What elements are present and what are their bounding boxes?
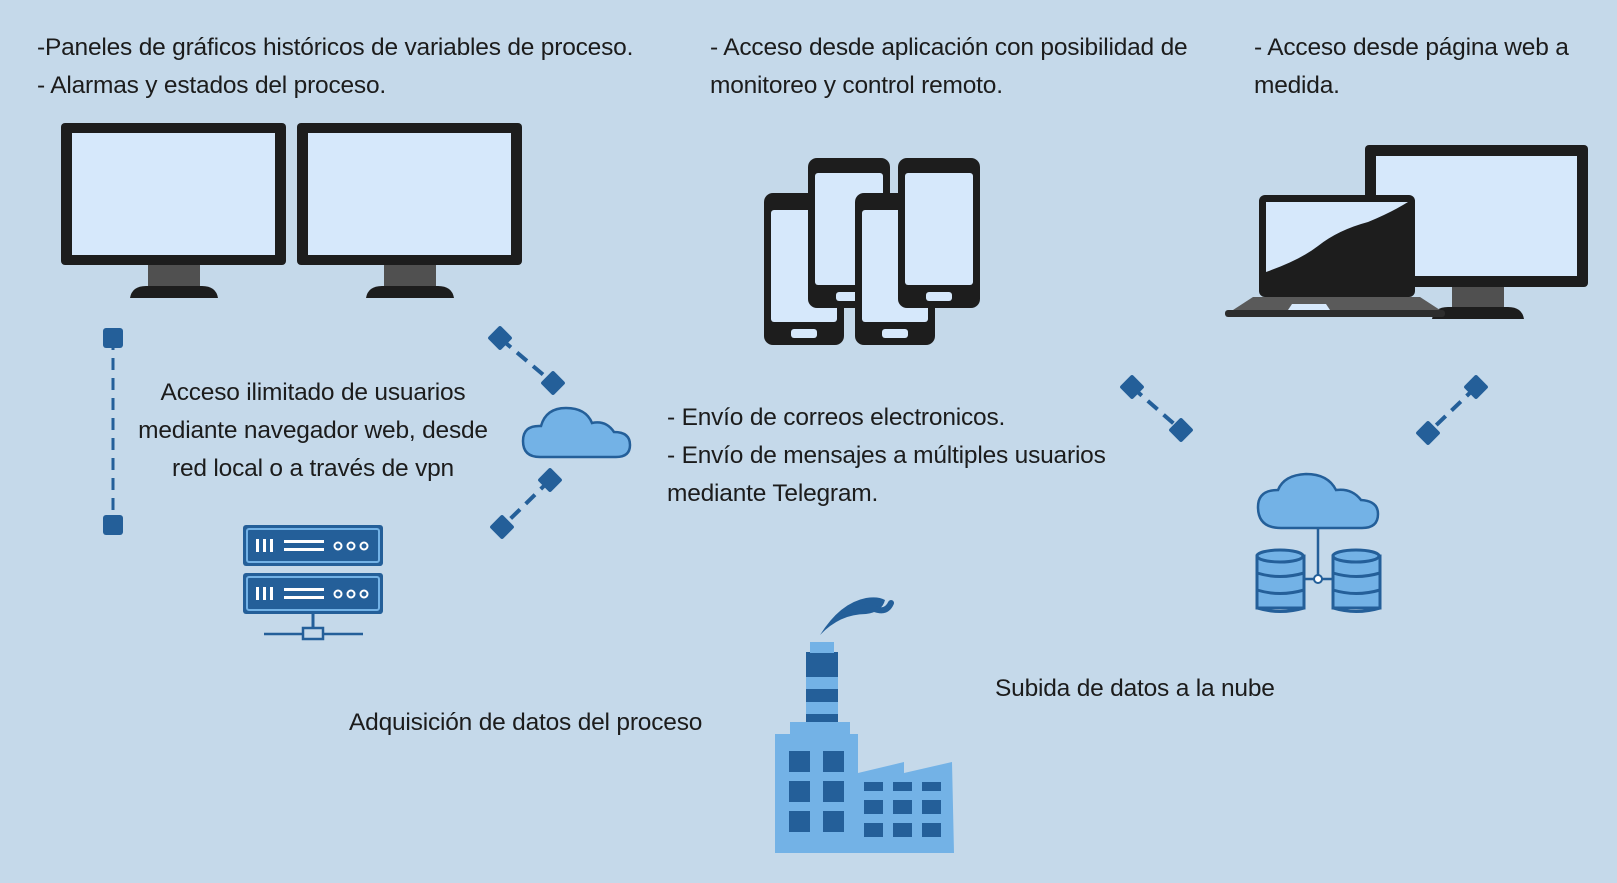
connector-cloud-server <box>490 468 562 539</box>
monitor-desktop <box>1365 145 1588 319</box>
notify-line-3: mediante Telegram. <box>667 480 879 507</box>
database-left <box>1255 548 1306 613</box>
web-line-1: - Acceso desde página web a <box>1254 34 1569 61</box>
cloud-upload-label: Subida de datos a la nube <box>995 675 1275 702</box>
historic-panels-text: -Paneles de gráficos históricos de varia… <box>37 29 633 105</box>
app-line-1: - Acceso desde aplicación con posibilida… <box>710 34 1188 61</box>
data-acquisition-label: Adquisición de datos del proceso <box>349 709 703 736</box>
app-access-text: - Acceso desde aplicación con posibilida… <box>710 29 1188 105</box>
historic-line-1: -Paneles de gráficos históricos de varia… <box>37 34 634 61</box>
connector-phones-clouddb <box>1120 375 1193 442</box>
dual-monitor-icon <box>61 123 522 298</box>
browser-access-text: Acceso ilimitado de usuarios mediante na… <box>132 374 494 488</box>
laptop-monitor-icon <box>1225 145 1588 319</box>
phone-4 <box>898 158 980 308</box>
app-line-2: monitoreo y control remoto. <box>710 72 1003 99</box>
browser-line-3: red local o a través de vpn <box>172 455 454 482</box>
factory-icon <box>775 597 954 853</box>
browser-line-2: mediante navegador web, desde <box>138 417 488 444</box>
connector-laptop-clouddb <box>1416 375 1488 445</box>
web-line-2: medida. <box>1254 72 1340 99</box>
smartphones-icon <box>764 158 980 345</box>
connector-monitors-cloud <box>488 326 565 395</box>
historic-line-2: - Alarmas y estados del proceso. <box>37 72 387 99</box>
cloud-icon <box>521 406 632 459</box>
browser-line-1: Acceso ilimitado de usuarios <box>160 379 466 406</box>
notify-line-1: - Envío de correos electronicos. <box>667 404 1006 431</box>
notify-line-2: - Envío de mensajes a múltiples usuarios <box>667 442 1106 469</box>
server-rack-icon <box>243 525 383 641</box>
cloud-database-icon <box>1255 472 1382 613</box>
laptop <box>1225 195 1445 317</box>
monitor-left <box>61 123 286 298</box>
connector-vertical-left <box>103 328 123 535</box>
database-right <box>1331 548 1382 613</box>
web-access-text: - Acceso desde página web a medida. <box>1254 29 1569 105</box>
monitor-right <box>297 123 522 298</box>
notifications-text: - Envío de correos electronicos. - Envío… <box>667 399 1106 513</box>
